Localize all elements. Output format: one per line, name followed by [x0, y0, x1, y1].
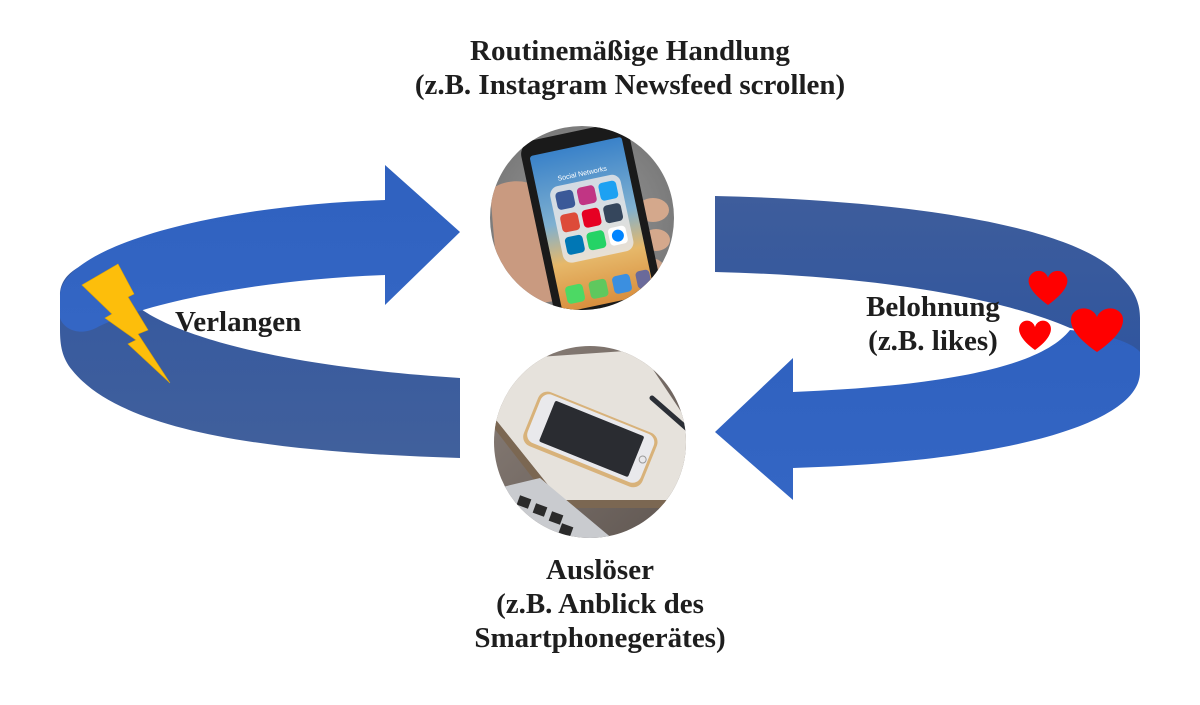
cue-example-line2: Smartphonegerätes): [474, 622, 726, 655]
lightning-bolt-icon: [81, 263, 171, 384]
right-ribbon-front-arrow: [715, 330, 1140, 500]
routine-photo: Social Networks: [490, 126, 674, 310]
reward-title: Belohnung: [866, 291, 1000, 323]
heart-icon-top: [1028, 270, 1068, 305]
left-ribbon-top-arrow: [60, 165, 460, 332]
right-ribbon-back: [715, 196, 1140, 372]
routine-example: (z.B. Instagram Newsfeed scrollen): [414, 69, 846, 102]
reward-label: Belohnung (z.B. likes): [848, 290, 1018, 358]
hearts-icon: [1019, 270, 1124, 352]
craving-label: Verlangen: [175, 305, 325, 339]
cue-example-line1: (z.B. Anblick des: [496, 588, 704, 621]
routine-label: Routinemäßige Handlung (z.B. Instagram N…: [400, 34, 860, 102]
routine-title: Routinemäßige Handlung: [470, 35, 790, 67]
left-ribbon-side: [60, 258, 460, 458]
heart-icon-small: [1019, 320, 1051, 350]
heart-icon-large: [1070, 308, 1124, 352]
cue-photo: [494, 346, 686, 538]
cue-label: Auslöser (z.B. Anblick des Smartphoneger…: [430, 553, 770, 656]
cue-title: Auslöser: [546, 554, 654, 586]
reward-example: (z.B. likes): [868, 325, 998, 358]
craving-title: Verlangen: [175, 306, 302, 338]
